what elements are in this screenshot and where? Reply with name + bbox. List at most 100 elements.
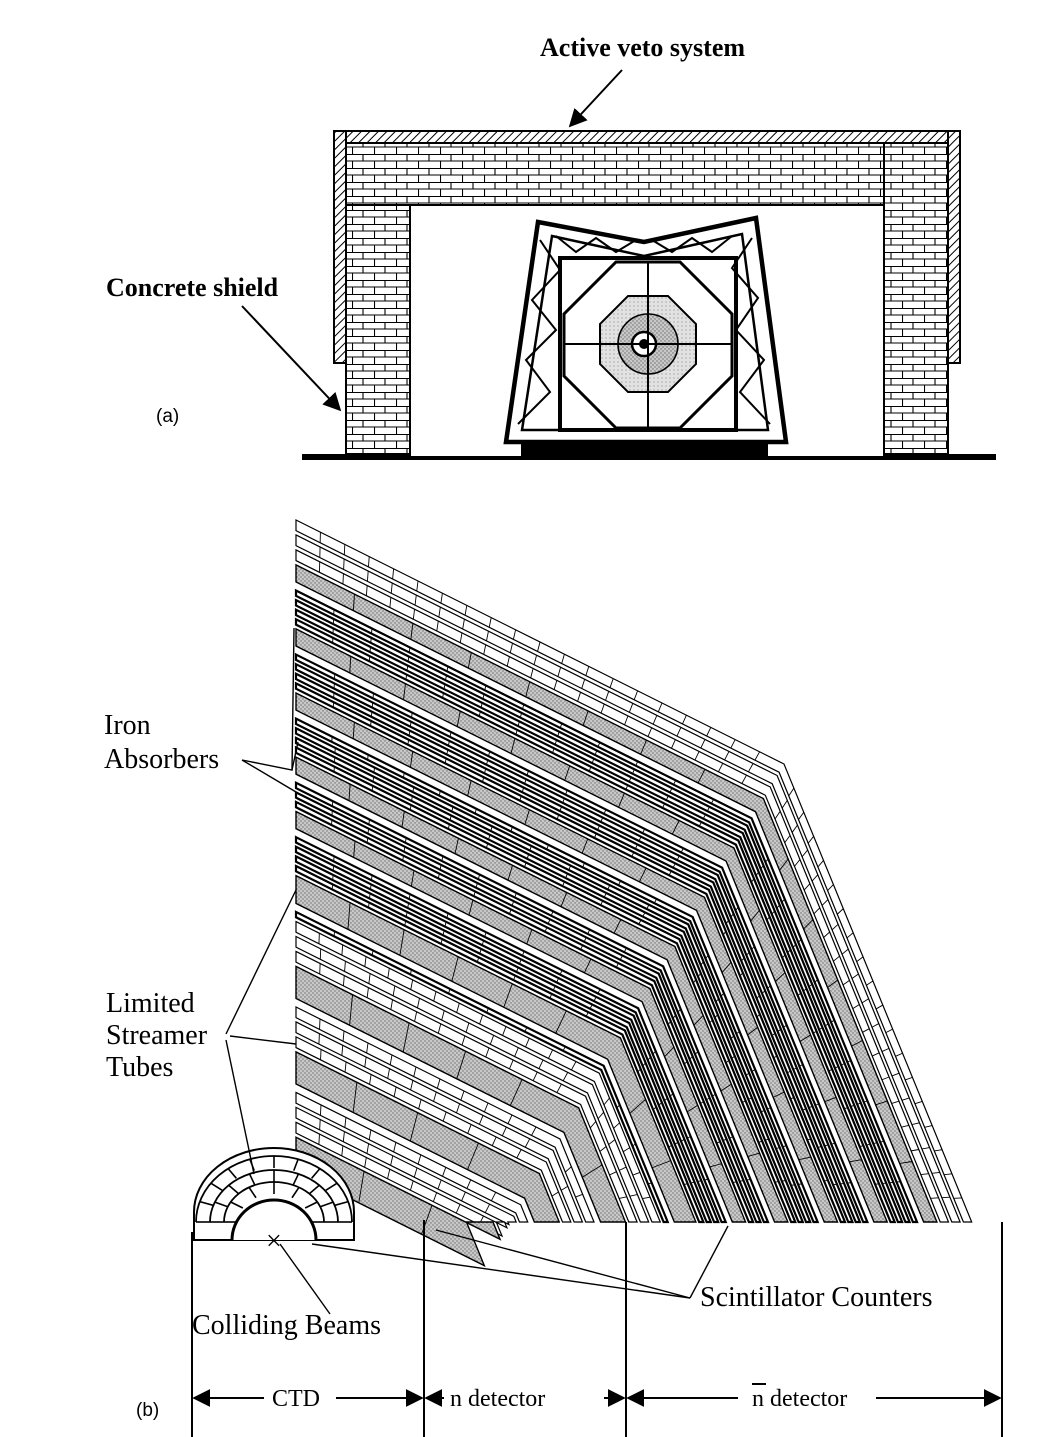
tube-division	[613, 1122, 620, 1129]
tube-division	[603, 1097, 610, 1106]
tube-division	[754, 751, 760, 761]
tube-division	[705, 954, 709, 959]
tube-division	[342, 1131, 345, 1142]
tube-division	[730, 739, 736, 749]
tube-division	[788, 787, 795, 797]
arch-tube-wall	[292, 1173, 300, 1186]
concrete-shield-label: Concrete shield	[106, 273, 279, 302]
tube-division	[341, 1045, 344, 1056]
tube-division	[342, 1030, 345, 1042]
tube-division	[731, 1055, 736, 1059]
tube-division	[615, 962, 619, 968]
tube-division	[366, 571, 369, 582]
tube-division	[408, 647, 411, 653]
tube-division	[344, 961, 346, 972]
calorimeter-band	[294, 726, 812, 1224]
tube-division	[750, 909, 760, 922]
tube-division	[551, 1191, 559, 1197]
tube-division	[392, 568, 395, 580]
tube-division	[532, 1071, 538, 1081]
tube-division	[629, 1194, 638, 1197]
tube-division	[525, 1038, 530, 1048]
tube-division	[533, 655, 537, 665]
tube-division	[798, 811, 805, 820]
tube-division	[517, 721, 520, 727]
tube-division	[756, 995, 760, 999]
tube-division	[404, 837, 407, 843]
tube-division	[653, 898, 657, 904]
tube-division	[697, 972, 702, 978]
tube-division	[774, 1181, 779, 1183]
tube-division	[438, 607, 441, 618]
tube-division	[548, 1049, 554, 1059]
tube-division	[465, 1022, 470, 1033]
tube-division	[849, 1159, 862, 1163]
tube-division	[368, 1129, 372, 1140]
active-veto-label: Active veto system	[540, 33, 745, 62]
tube-division	[672, 863, 676, 868]
calorimeter-band	[294, 736, 805, 1224]
tube-division	[410, 1080, 414, 1091]
tube-division	[464, 605, 468, 616]
tube-division	[717, 763, 724, 772]
tube-division	[575, 1193, 583, 1198]
tube-division	[755, 871, 760, 876]
tube-division	[417, 998, 420, 1009]
calorimeter-band	[294, 607, 904, 1224]
tube-division	[911, 1149, 919, 1152]
tube-division	[349, 656, 352, 673]
tube-division	[801, 849, 808, 858]
tube-division	[483, 644, 487, 655]
tube-division	[526, 854, 530, 859]
arch-tube-wall	[319, 1201, 334, 1208]
arch-tube-wall	[199, 1200, 214, 1207]
tube-division	[490, 1192, 497, 1201]
tube-division	[905, 1076, 913, 1081]
tube-division	[515, 729, 518, 735]
tube-division	[619, 1166, 627, 1171]
tube-division	[790, 1097, 795, 1100]
tube-division	[694, 1051, 699, 1055]
tube-division	[851, 1040, 863, 1047]
tube-division	[669, 787, 673, 793]
tube-division	[413, 1167, 418, 1178]
tube-division	[629, 1098, 646, 1114]
tube-division	[730, 1035, 735, 1039]
tube-division	[410, 969, 412, 975]
calorimeter-band	[294, 598, 912, 1224]
calorimeter-band	[295, 1121, 509, 1238]
tube-division	[794, 859, 801, 867]
tube-division	[365, 585, 368, 596]
tube-division	[369, 1074, 372, 1085]
tube-division	[552, 748, 555, 754]
tube-division	[526, 770, 529, 776]
calorimeter-band	[294, 864, 705, 1224]
tube-division	[619, 1196, 627, 1199]
svg-text:Tubes: Tubes	[106, 1052, 173, 1083]
arch-tube-wall	[230, 1201, 244, 1209]
dimension-n-detector: n detector	[424, 1386, 626, 1412]
tube-division	[600, 703, 605, 714]
tube-division	[652, 1050, 656, 1055]
tube-division	[824, 1023, 829, 1027]
tube-division	[871, 1023, 879, 1028]
tube-division	[692, 979, 697, 984]
tube-division	[341, 944, 344, 956]
tube-division	[803, 988, 807, 992]
tube-division	[507, 865, 513, 881]
tube-division	[582, 1164, 603, 1178]
tube-division	[722, 931, 727, 936]
calorimeter-band	[294, 652, 869, 1224]
tube-division	[847, 1060, 852, 1063]
tube-division	[899, 1161, 913, 1164]
tube-division	[390, 999, 393, 1010]
calorimeter-band	[294, 716, 820, 1224]
tube-division	[509, 1079, 523, 1106]
tube-division	[406, 665, 409, 671]
tube-division	[729, 1136, 734, 1139]
tube-division	[698, 821, 702, 827]
tube-division	[484, 932, 487, 937]
tube-division	[479, 948, 482, 954]
tube-division	[387, 968, 390, 979]
